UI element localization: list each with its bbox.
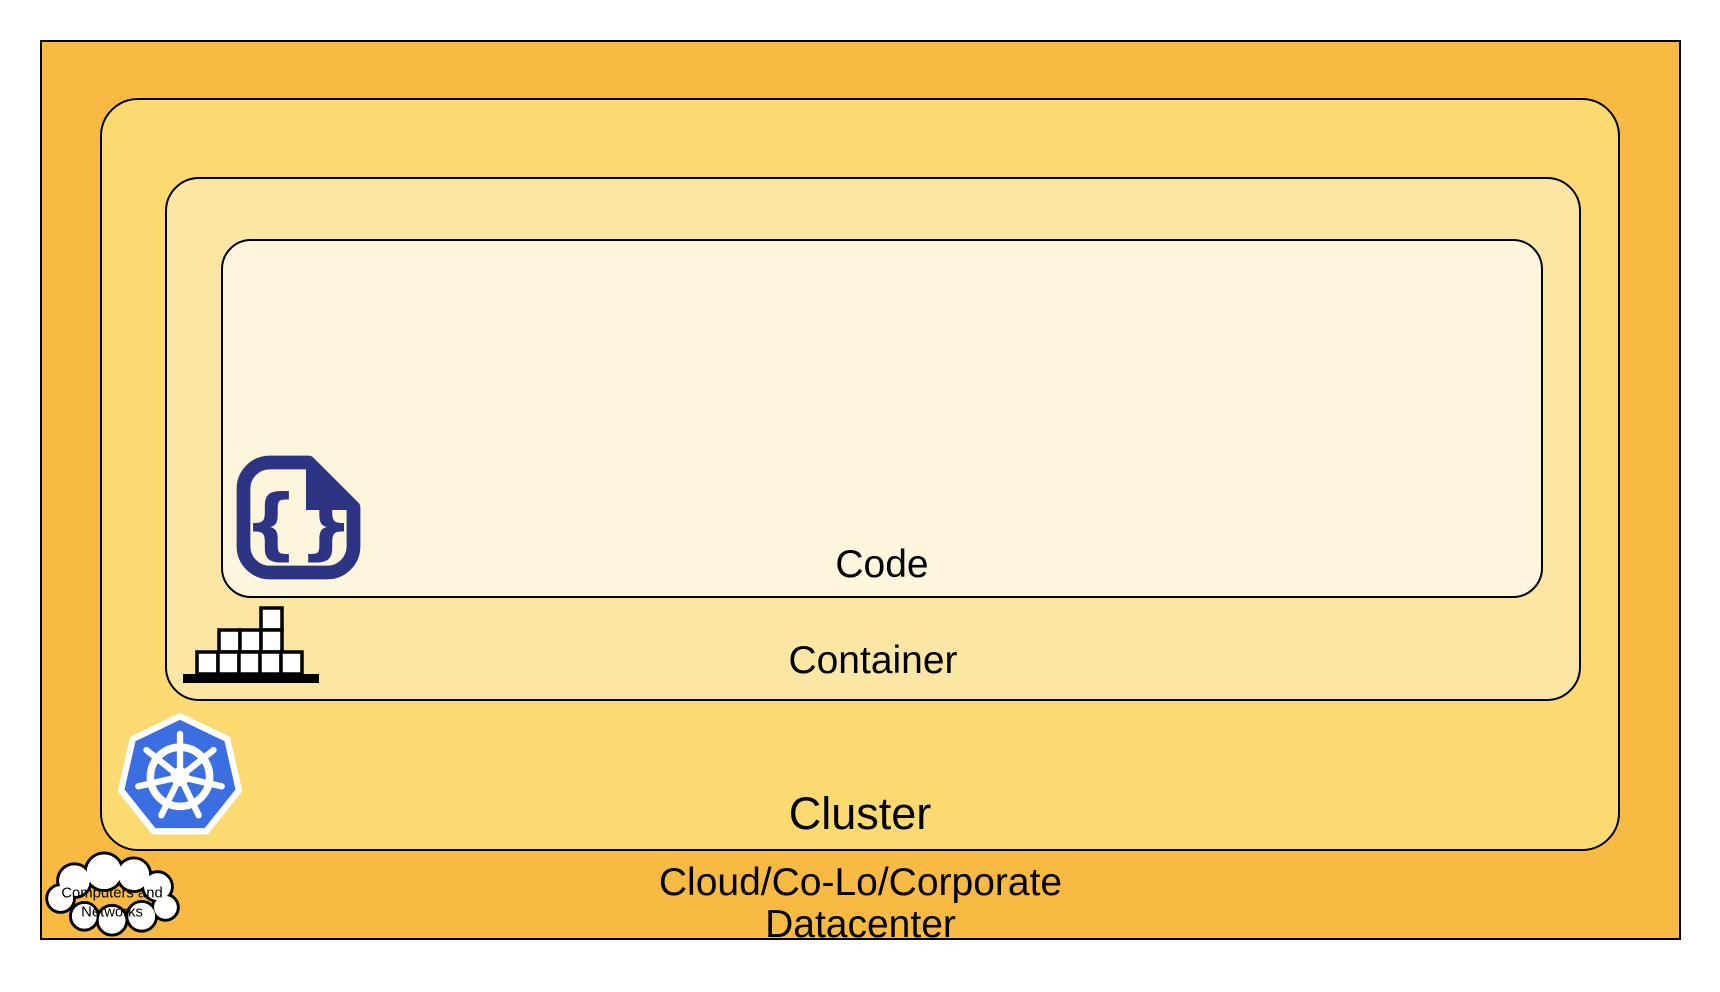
code-file-icon: {}: [236, 455, 361, 580]
code-braces-glyph: {}: [243, 479, 353, 569]
kubernetes-icon: [117, 710, 243, 841]
container-label: Container: [788, 639, 958, 682]
code-file-outline: [236, 455, 361, 580]
datacenter-label-line1: Cloud/Co-Lo/Corporate: [658, 861, 1063, 904]
container-base-bar: [183, 674, 319, 683]
cloud-label-line2: Networks: [81, 904, 143, 920]
datacenter-label-line2: Datacenter: [765, 903, 956, 946]
code-label: Code: [835, 543, 929, 586]
container-stack-icon: [183, 606, 319, 684]
cloud-body: [48, 854, 177, 934]
cluster-label: Cluster: [788, 788, 932, 839]
cloud-computers-networks-icon: Computers and Networks: [38, 851, 190, 942]
cloud-label-line1: Computers and: [61, 885, 162, 901]
layer-code: [221, 239, 1543, 598]
code-file-fold: [306, 460, 356, 510]
datacenter-label: Cloud/Co-Lo/Corporate Datacenter: [40, 862, 1681, 946]
kubernetes-wheel-hub: [170, 767, 190, 787]
